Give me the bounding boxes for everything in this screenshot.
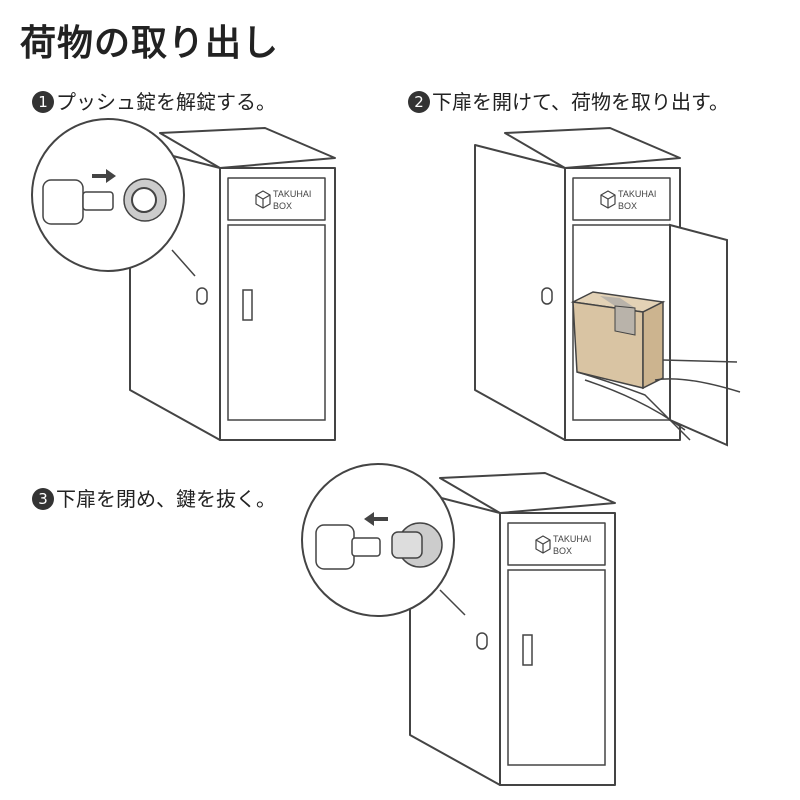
box-2: TAKUHAI BOX: [474, 127, 741, 447]
arrow-right-icon: [92, 169, 116, 183]
page-title: 荷物の取り出し: [20, 23, 280, 64]
zoom-circle-remove-key: [301, 463, 455, 617]
package: [570, 291, 741, 441]
svg-text:BOX: BOX: [273, 201, 292, 211]
zoom-circle-unlock: [31, 118, 185, 272]
arrow-left-icon: [364, 512, 388, 526]
svg-text:BOX: BOX: [618, 201, 637, 211]
svg-text:BOX: BOX: [553, 546, 572, 556]
box-3: TAKUHAI BOX: [409, 472, 616, 786]
svg-text:TAKUHAI: TAKUHAI: [273, 189, 311, 199]
svg-text:TAKUHAI: TAKUHAI: [553, 534, 591, 544]
box-1: TAKUHAI BOX: [31, 118, 336, 441]
svg-text:TAKUHAI: TAKUHAI: [618, 189, 656, 199]
